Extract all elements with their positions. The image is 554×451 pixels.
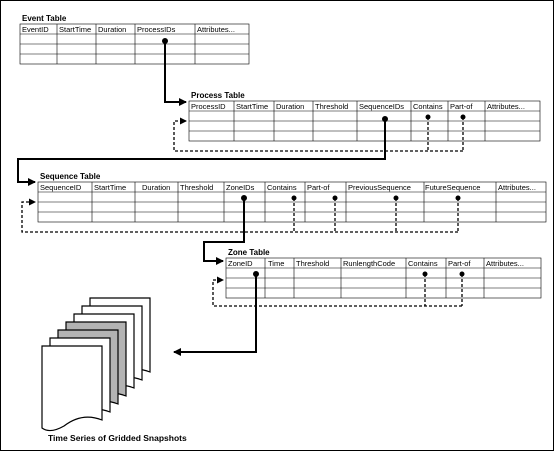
process-col-partof: Part-of <box>450 102 473 111</box>
sequence-col-sequenceid: SequenceID <box>40 183 82 192</box>
zone-col-contains: Contains <box>408 259 438 268</box>
sequence-col-partof: Part-of <box>307 183 330 192</box>
zone-table: Zone Table ZoneID Time Threshold Runleng… <box>226 248 541 298</box>
zone-col-time: Time <box>268 259 284 268</box>
sequence-col-attributes: Attributes... <box>498 183 536 192</box>
sequence-col-starttime: StartTime <box>94 183 126 192</box>
sequence-col-previoussequence: PreviousSequence <box>348 183 411 192</box>
zone-col-attributes: Attributes... <box>486 259 524 268</box>
zone-col-partof: Part-of <box>448 259 471 268</box>
sequence-col-threshold: Threshold <box>180 183 213 192</box>
zone-table-title: Zone Table <box>228 248 270 257</box>
sequence-col-duration: Duration <box>142 183 170 192</box>
process-col-processid: ProcessID <box>191 102 226 111</box>
snapshots-caption: Time Series of Gridded Snapshots <box>48 433 187 443</box>
process-col-sequenceids: SequenceIDs <box>359 102 404 111</box>
snapshot-stack <box>42 298 150 431</box>
event-col-starttime: StartTime <box>59 25 91 34</box>
sequence-col-zoneids: ZoneIDs <box>226 183 255 192</box>
process-table: Process Table ProcessID StartTime Durati… <box>189 91 540 141</box>
process-table-title: Process Table <box>191 91 245 100</box>
event-table-title: Event Table <box>22 14 67 23</box>
event-table: Event Table EventID StartTime Duration P… <box>20 14 249 64</box>
sequence-col-futuresequence: FutureSequence <box>425 183 480 192</box>
process-col-contains: Contains <box>413 102 443 111</box>
zone-col-runlengthcode: RunlengthCode <box>343 259 395 268</box>
event-col-eventid: EventID <box>22 25 49 34</box>
zone-col-threshold: Threshold <box>296 259 329 268</box>
sequence-col-contains: Contains <box>267 183 297 192</box>
event-col-processids: ProcessIDs <box>137 25 176 34</box>
process-col-threshold: Threshold <box>315 102 348 111</box>
zone-col-zoneid: ZoneID <box>228 259 253 268</box>
process-col-duration: Duration <box>276 102 304 111</box>
event-col-duration: Duration <box>98 25 126 34</box>
process-col-attributes: Attributes... <box>487 102 525 111</box>
event-col-attributes: Attributes... <box>197 25 235 34</box>
process-col-starttime: StartTime <box>236 102 268 111</box>
sequence-table-title: Sequence Table <box>40 172 101 181</box>
